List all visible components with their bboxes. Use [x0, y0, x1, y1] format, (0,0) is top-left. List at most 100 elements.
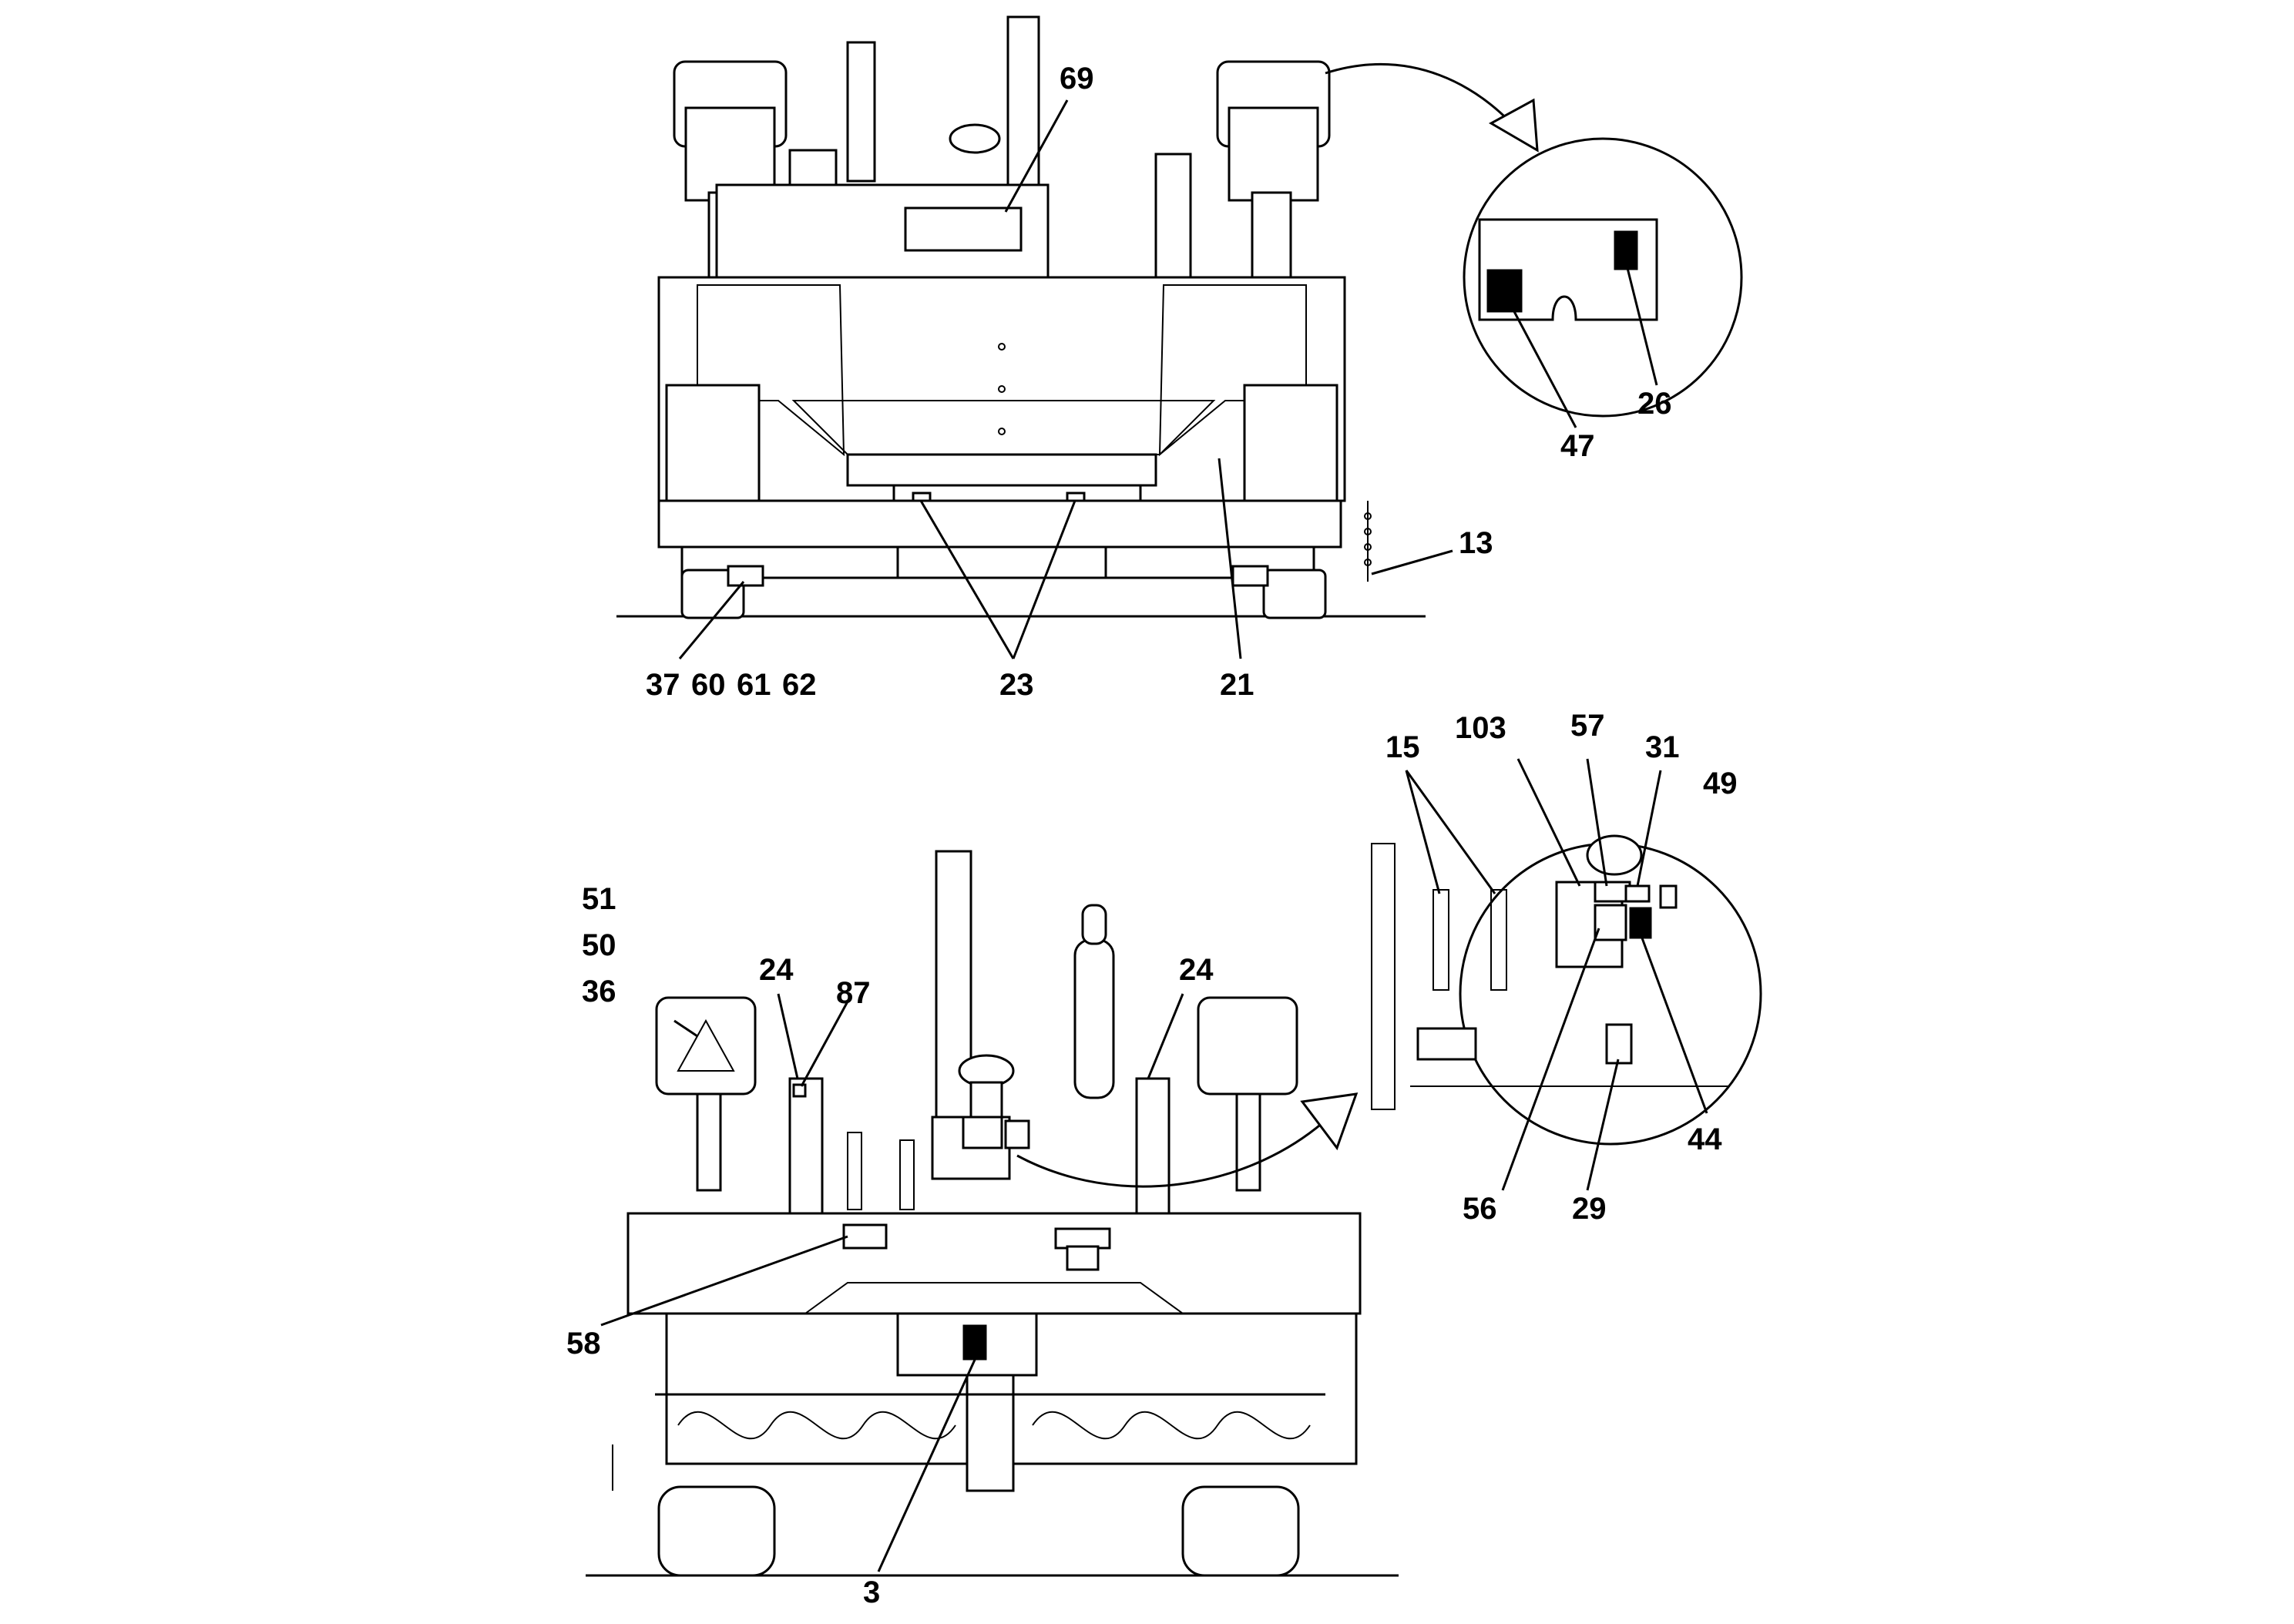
- callout-56: 56: [1463, 1192, 1497, 1226]
- callout-24-left: 24: [759, 953, 794, 987]
- detail-arrowhead-bottom: [1300, 1092, 1359, 1151]
- leader-44: [1640, 935, 1708, 1114]
- dot-2: [998, 385, 1006, 393]
- callout-103: 103: [1455, 711, 1506, 745]
- dot-3: [998, 428, 1006, 435]
- exhaust-stack-top: [1006, 15, 1040, 192]
- dot-1: [998, 343, 1006, 351]
- leader-47: [1509, 304, 1577, 428]
- leader-lines: [600, 99, 1708, 1572]
- callout-36: 36: [582, 975, 616, 1008]
- hydraulic-cylinder-bottom: [1073, 938, 1115, 1099]
- detail-arrowhead-top: [1488, 98, 1539, 153]
- detail-circle-outline-top: [1463, 137, 1743, 418]
- decal-49-box: [1659, 884, 1678, 909]
- chain-link-1: [1364, 512, 1372, 520]
- callout-49: 49: [1703, 767, 1738, 800]
- detail-circle-top: [1325, 62, 1743, 418]
- chain-link-2: [1364, 528, 1372, 535]
- post-a-top: [846, 41, 876, 183]
- callout-47: 47: [1560, 429, 1595, 463]
- decal-3-block: [962, 1324, 987, 1361]
- leader-58: [600, 1235, 848, 1327]
- ladder-left: [847, 1132, 862, 1210]
- decal-29-bottom-mark: [1066, 1245, 1100, 1271]
- tunnel-top-bottom: [802, 1282, 1186, 1314]
- leader-13: [1371, 549, 1453, 575]
- leader-29: [1586, 1059, 1620, 1191]
- leader-69: [1004, 99, 1069, 213]
- left-seat-post-bottom: [696, 1092, 722, 1192]
- callout-58: 58: [566, 1327, 601, 1361]
- decal-44-block: [1629, 907, 1652, 939]
- callout-21: 21: [1220, 668, 1254, 702]
- right-seat-base-top: [1228, 106, 1319, 202]
- right-seat-post-bottom: [1235, 1092, 1261, 1192]
- callout-87: 87: [836, 976, 871, 1010]
- decal-47-block: [1486, 269, 1523, 313]
- callout-51: 51: [582, 882, 616, 916]
- left-seat-bottom: [655, 996, 757, 1096]
- right-wheel-bottom: [1181, 1485, 1300, 1577]
- leader-21: [1218, 458, 1242, 659]
- callout-31: 31: [1645, 730, 1680, 764]
- leader-37: [678, 581, 745, 659]
- callout-3: 3: [863, 1575, 880, 1609]
- leader-36: [673, 1019, 698, 1038]
- detail-circle-bottom: [1016, 834, 1762, 1188]
- chain-link-4: [1364, 559, 1372, 566]
- leader-3: [877, 1359, 976, 1572]
- detail-ladder-15a: [1432, 889, 1449, 991]
- decal-58-plate: [842, 1223, 888, 1250]
- console-decal-b: [1004, 1119, 1030, 1149]
- chain-link-3: [1364, 543, 1372, 551]
- decal-31-box: [1624, 884, 1651, 903]
- conveyor-top: [846, 453, 1157, 487]
- leader-24a: [777, 993, 799, 1079]
- decal-57-box: [1594, 881, 1631, 903]
- detail-arrow-bottom: [1016, 1116, 1331, 1188]
- auger-center-post: [966, 1374, 1015, 1492]
- detail-ladder-15b: [1490, 889, 1507, 991]
- leader-23a: [919, 500, 1015, 659]
- callout-24-right: 24: [1179, 953, 1214, 987]
- round-decal-panel: [1054, 1227, 1111, 1250]
- beacon-base-bottom: [969, 1081, 1003, 1122]
- lower-frame-top: [657, 499, 1342, 549]
- callout-57: 57: [1570, 709, 1605, 743]
- leader-24b: [1147, 993, 1184, 1079]
- decal-69-plate: [904, 206, 1023, 252]
- leader-23b: [1012, 500, 1076, 659]
- right-decal-plate: [1231, 565, 1269, 587]
- leader-26: [1624, 261, 1658, 386]
- post-b-top: [1154, 153, 1192, 279]
- callout-69: 69: [1060, 62, 1094, 96]
- right-auger-flights: [1032, 1411, 1311, 1440]
- callout-37: 37: [646, 668, 680, 702]
- right-track-top: [1262, 569, 1327, 619]
- right-side-panel-top: [1243, 384, 1338, 502]
- callout-26: 26: [1637, 387, 1672, 421]
- callout-labels: 69 26 47 13 37 60 61 62 23 21 15 103 57 …: [566, 62, 1738, 1609]
- leader-103: [1516, 758, 1581, 887]
- callout-60: 60: [691, 668, 726, 702]
- leader-15a: [1405, 770, 1441, 894]
- console-decal-a: [962, 1116, 1003, 1149]
- decal-87-mark: [792, 1083, 807, 1098]
- console-top: [788, 149, 838, 186]
- leader-15b: [1405, 770, 1496, 894]
- exhaust-stack-bottom: [935, 850, 972, 1142]
- leader-56: [1501, 928, 1600, 1191]
- callout-23: 23: [999, 668, 1034, 702]
- callout-50: 50: [582, 928, 616, 962]
- leader-31: [1636, 770, 1662, 887]
- decal-37-plate: [727, 565, 764, 587]
- right-hopper-wing-top: [1158, 284, 1307, 457]
- top-machine-view: [616, 15, 1426, 619]
- left-auger-flights: [677, 1411, 956, 1440]
- smv-triangle-36: [677, 1018, 735, 1072]
- callout-13: 13: [1459, 526, 1493, 560]
- detail-round-decal: [1416, 1027, 1477, 1061]
